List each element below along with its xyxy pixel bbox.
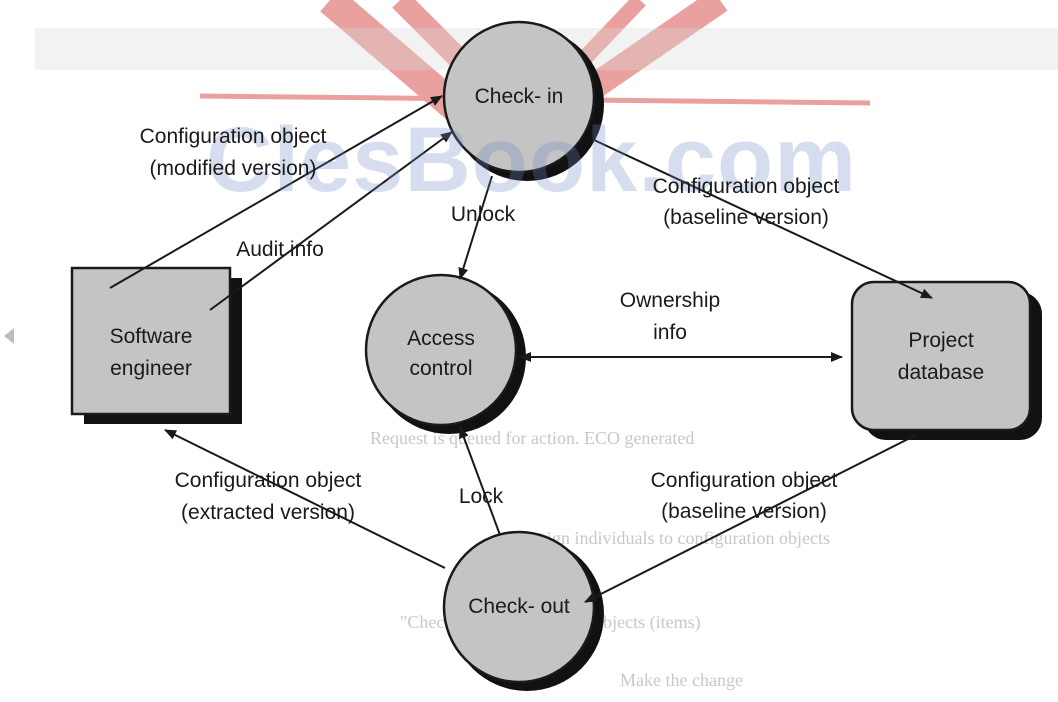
edge-label-extracted-2: (extracted version) xyxy=(181,501,355,524)
edge-label-baseline-top-1: Configuration object xyxy=(652,175,840,198)
database-label-line1: Project xyxy=(908,329,974,352)
arrow-lock xyxy=(459,426,501,536)
edge-label-baseline-bottom-1: Configuration object xyxy=(650,469,838,492)
access-label-line1: Access xyxy=(407,327,475,350)
edge-label-modified-2: (modified version) xyxy=(149,157,317,180)
edge-label-ownership-1: Ownership xyxy=(619,289,721,312)
engineer-node xyxy=(70,266,232,416)
arrow-modified xyxy=(109,95,443,289)
edge-label-baseline-bottom-2: (baseline version) xyxy=(661,500,827,523)
arrow-audit xyxy=(209,131,453,311)
checkin-node xyxy=(442,20,596,174)
checkin-label: Check- in xyxy=(474,85,564,108)
engineer-label-line1: Software xyxy=(109,325,193,348)
arrow-baseline-top xyxy=(593,139,933,299)
edge-label-unlock: Unlock xyxy=(450,203,516,226)
access-label-line2: control xyxy=(409,357,473,380)
background-text-4: Make the change xyxy=(620,670,743,690)
arrow-unlock xyxy=(458,175,493,280)
edge-label-audit: Audit info xyxy=(236,238,324,261)
edge-label-modified-1: Configuration object xyxy=(139,125,327,148)
edge-label-lock: Lock xyxy=(458,485,504,508)
arrow-extracted xyxy=(164,429,446,569)
edge-label-ownership-2: info xyxy=(653,321,687,344)
edge-label-baseline-top-2: (baseline version) xyxy=(663,206,829,229)
watermark: ClesBook.com xyxy=(206,109,858,211)
page-back-arrow-icon[interactable] xyxy=(4,328,14,344)
background-text-2: Assign individuals to configuration obje… xyxy=(520,528,830,548)
database-node xyxy=(850,280,1032,432)
access-node xyxy=(364,273,518,427)
edge-label-extracted-1: Configuration object xyxy=(174,469,362,492)
checkout-label: Check- out xyxy=(468,595,570,618)
database-label-line2: database xyxy=(897,361,985,384)
checkout-node xyxy=(442,530,596,684)
engineer-label-line2: engineer xyxy=(110,357,192,380)
arrow-baseline-bottom xyxy=(584,433,919,603)
